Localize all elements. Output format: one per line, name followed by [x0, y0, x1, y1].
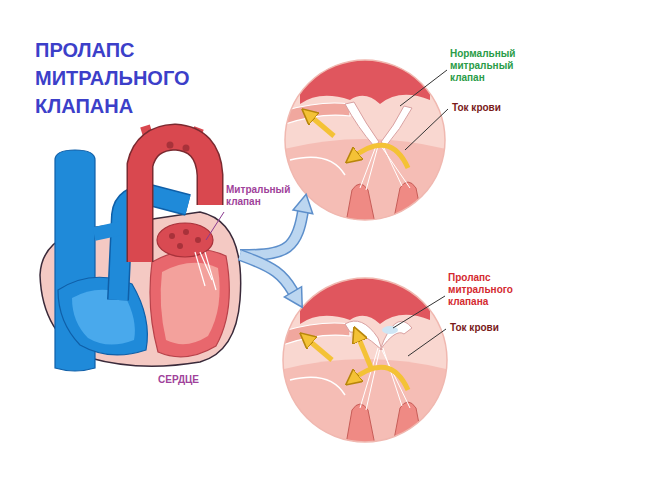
wall-line: [290, 377, 345, 395]
right-ventricle: [58, 277, 147, 355]
vein-opening: [183, 229, 189, 235]
valve-leaflet: [345, 102, 379, 146]
leader-line: [400, 70, 447, 106]
flow-arrowhead: [293, 194, 313, 214]
leaflet-highlight: [382, 326, 398, 334]
aorta-dot: [167, 142, 174, 149]
aorta-dot: [183, 145, 190, 152]
blood-flow-arrow: [352, 145, 408, 168]
aorta: [140, 137, 210, 262]
node-heading: Нормальный митральный клапан: [450, 48, 536, 84]
blood-flow-arrow: [306, 338, 332, 360]
left-ventricle: [150, 249, 229, 357]
chorda: [366, 146, 378, 190]
valve-leaflet: [381, 106, 412, 146]
papillary-muscle: [392, 402, 424, 450]
left-ventricle-inner: [161, 263, 220, 344]
flow-arrow-outline: [240, 208, 304, 255]
papillary-muscle: [392, 182, 424, 228]
atrium: [300, 49, 430, 104]
heart-illustration: [40, 126, 241, 371]
heart-node: СЕРДЦЕ: [15, 110, 240, 395]
normal-valve-detail: [280, 49, 450, 230]
flow-arrow: [240, 255, 302, 307]
flow-arrowhead: [284, 287, 302, 308]
aorta-outline: [140, 137, 210, 262]
prolapse-valve-detail: [280, 269, 450, 450]
vein-opening: [177, 243, 183, 249]
leader-line: [393, 296, 445, 328]
node-heading: Пролапс митрального клапана: [448, 272, 534, 308]
detail-circle: [283, 278, 447, 442]
leader-line: [408, 329, 446, 356]
papillary-muscle: [345, 404, 376, 450]
valve-leaflet: [380, 321, 412, 350]
blood-flow-arrow: [352, 367, 408, 390]
detail-circle-node: Пролапс митрального клапана: [281, 268, 538, 448]
chorda: [195, 252, 205, 286]
pulmonary-branch: [94, 228, 122, 234]
flow-label: Ток крови: [452, 102, 532, 114]
vein-opening: [169, 233, 175, 239]
detail-circle: [285, 60, 445, 220]
normal-valve-illustration: [280, 49, 450, 230]
detail-circle-node: Нормальный митральный клапан: [283, 20, 540, 225]
node-heading: СЕРДЦЕ: [158, 374, 228, 386]
left-atrium: [157, 223, 213, 257]
leader-line: [405, 109, 448, 150]
blood-flow-arrow: [357, 334, 372, 370]
chorda: [381, 348, 410, 408]
wall-line: [290, 157, 345, 175]
ventricle: [280, 359, 450, 450]
leader-line: [206, 212, 224, 240]
papillary-muscle: [345, 184, 376, 228]
flow-arrow-outline: [240, 255, 295, 295]
flow-arrow-shaft: [240, 208, 304, 255]
part-label: Митральный клапан: [226, 184, 294, 208]
diagram-title: ПРОЛАПС МИТРАЛЬНОГО КЛАПАНА: [35, 36, 213, 120]
flow-label: Ток крови: [450, 322, 530, 334]
flow-arrow-shaft: [240, 255, 295, 295]
chorda: [205, 252, 216, 290]
blood-flow-arrow: [308, 114, 334, 136]
prolapse-valve-illustration: [280, 269, 450, 450]
vein-opening: [195, 237, 201, 243]
prolapse-valve-frame: [280, 269, 450, 450]
